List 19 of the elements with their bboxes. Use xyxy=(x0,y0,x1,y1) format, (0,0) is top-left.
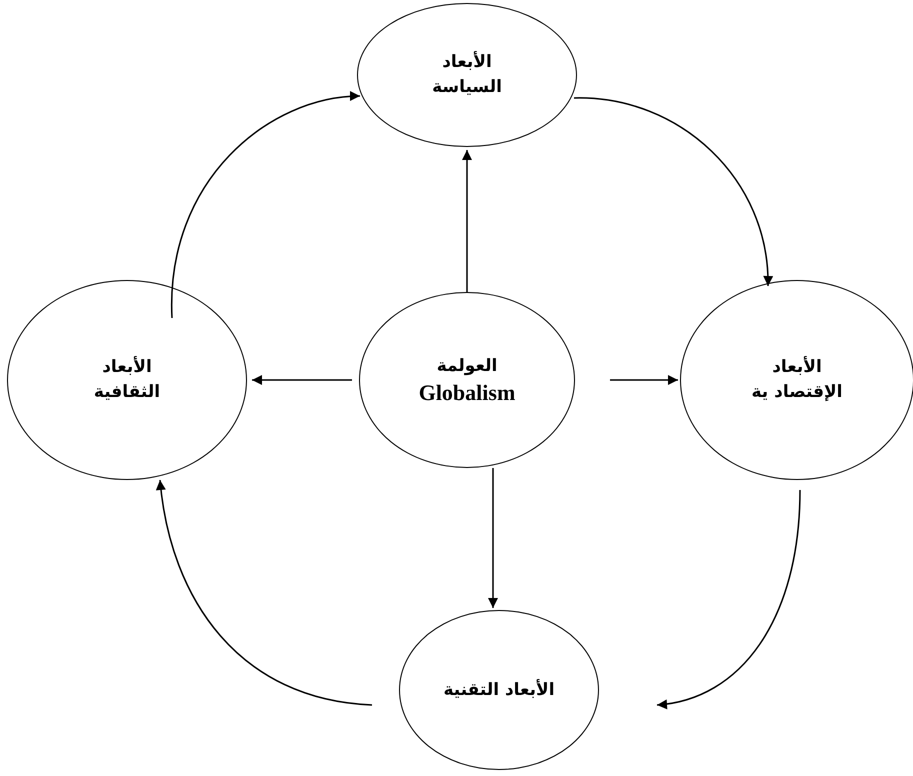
node-label: الأبعاد التقنية xyxy=(443,678,555,702)
arrow xyxy=(488,468,498,608)
arrow xyxy=(156,480,372,706)
arrow xyxy=(656,490,801,709)
ellipse-node xyxy=(357,3,577,147)
node-label: Globalism xyxy=(418,378,516,406)
node-label: الأبعاد الإقتصاد ية xyxy=(750,355,844,404)
arrow xyxy=(574,97,772,286)
arrow xyxy=(171,92,360,318)
arrow xyxy=(252,375,352,385)
node-label: العولمة xyxy=(436,354,498,378)
arrow xyxy=(610,375,678,385)
ellipse-node xyxy=(359,292,575,468)
ellipse-node xyxy=(7,280,247,480)
node-label: الأبعاد الثقافية xyxy=(92,355,162,404)
ellipse-node xyxy=(680,280,913,480)
ellipse-node xyxy=(399,610,599,770)
node-label: الأبعاد السياسة xyxy=(431,50,503,99)
arrow xyxy=(462,150,472,292)
